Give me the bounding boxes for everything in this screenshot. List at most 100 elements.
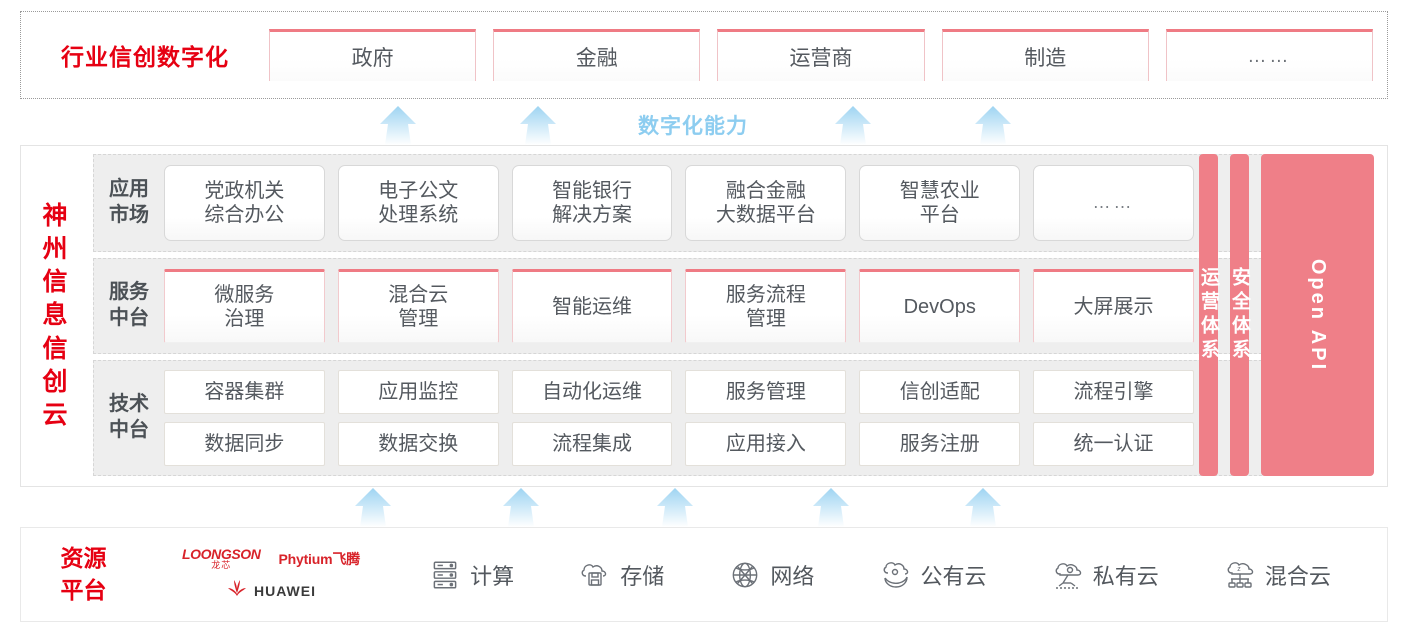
cloud-platform-panel: 神 州 信 息 信 创 云 应用 市场 党政机关 综合办公 电子公文 处理系统 (20, 145, 1388, 487)
resource-item-label: 混合云 (1264, 563, 1331, 589)
pillar-security-system[interactable]: 安全体系 (1229, 154, 1250, 476)
industry-card-manufacturing[interactable]: 制造 (941, 29, 1149, 81)
industry-card-list: 政府 金融 运营商 制造 …… (269, 29, 1374, 81)
industry-card-telecom[interactable]: 运营商 (717, 29, 925, 81)
cloud-platform-body: 应用 市场 党政机关 综合办公 电子公文 处理系统 智能银行 解决方案 (89, 146, 1387, 486)
resource-item-hybrid-cloud[interactable]: z 混合云 (1223, 558, 1331, 592)
tech-card-app-access[interactable]: 应用接入 (685, 422, 847, 466)
resource-arrow-band (20, 487, 1388, 527)
pillar-operations-system[interactable]: 运营体系 (1198, 154, 1219, 476)
tech-card-data-exchange[interactable]: 数据交换 (337, 422, 499, 466)
industry-card-government[interactable]: 政府 (269, 29, 477, 81)
service-card-hybrid-cloud-mgmt[interactable]: 混合云 管理 (337, 269, 499, 343)
app-card-gov-office[interactable]: 党政机关 综合办公 (164, 165, 325, 241)
tech-card-unified-auth[interactable]: 统一认证 (1033, 422, 1194, 466)
private-cloud-icon (1051, 558, 1085, 592)
industry-card-more[interactable]: …… (1165, 29, 1374, 81)
cloud-title-char: 信 (42, 268, 68, 297)
tier-label-app-market: 应用 市场 (109, 178, 149, 226)
resource-item-network[interactable]: 网络 (728, 558, 814, 592)
capability-arrow-band: 数字化能力 (20, 101, 1388, 145)
tech-card-app-monitoring[interactable]: 应用监控 (337, 370, 499, 414)
resource-item-label: 计算 (470, 563, 515, 589)
service-card-microservice-governance[interactable]: 微服务 治理 (164, 269, 325, 343)
tier-label-tech-midend: 技术 中台 (109, 393, 149, 441)
tier-service-card-list: 微服务 治理 混合云 管理 智能运维 服务流程 管理 DevOps (164, 269, 1366, 343)
tech-card-xinchuang-adaptation[interactable]: 信创适配 (859, 370, 1021, 414)
network-globe-icon (728, 558, 762, 592)
industry-band: 行业信创数字化 政府 金融 运营商 制造 …… (20, 11, 1388, 99)
tier-app-card-list: 党政机关 综合办公 电子公文 处理系统 智能银行 解决方案 融合金融 大数据平台 (164, 165, 1366, 241)
up-arrow-icon (808, 487, 854, 527)
tech-card-automated-ops[interactable]: 自动化运维 (511, 370, 673, 414)
resource-item-private-cloud[interactable]: 私有云 (1051, 558, 1159, 592)
cloud-title-char: 云 (42, 401, 68, 430)
phytium-logo: Phytium飞腾 (278, 550, 361, 567)
up-arrow-icon (652, 487, 698, 527)
app-card-finance-bigdata[interactable]: 融合金融 大数据平台 (685, 165, 847, 241)
huawei-logo: HUAWEI (226, 579, 316, 602)
tier-tech-card-grid: 容器集群 应用监控 自动化运维 服务管理 信创适配 流程引擎 数据同步 数据交换… (164, 370, 1366, 466)
vendor-logo-row: LOONGSON 龙芯 Phytium飞腾 (182, 547, 360, 570)
cloud-title-char: 神 (42, 201, 68, 230)
cloud-platform-title: 神 州 信 息 信 创 云 (21, 146, 89, 486)
service-card-dashboard[interactable]: 大屏展示 (1033, 269, 1194, 343)
up-arrow-icon (498, 487, 544, 527)
industry-band-title: 行业信创数字化 (61, 44, 229, 70)
up-arrow-icon (960, 487, 1006, 527)
up-arrow-icon (350, 487, 396, 527)
vendor-logo-row: HUAWEI (226, 579, 316, 602)
hybrid-cloud-icon: z (1223, 558, 1257, 592)
up-arrow-icon (830, 105, 876, 145)
cloud-title-char: 创 (42, 367, 68, 396)
cloud-title-char: 信 (42, 334, 68, 363)
capability-label: 数字化能力 (638, 115, 748, 138)
tier-label-service-midend: 服务 中台 (109, 281, 149, 329)
industry-card-finance[interactable]: 金融 (493, 29, 701, 81)
vendor-logo-list: LOONGSON 龙芯 Phytium飞腾 HUAWEI (146, 547, 396, 602)
resource-platform-title: 资源 平台 (60, 545, 107, 603)
tier-tech-midend: 技术 中台 容器集群 应用监控 自动化运维 服务管理 信创适配 流程引擎 数据同… (93, 360, 1367, 476)
resource-item-public-cloud[interactable]: 公有云 (879, 558, 987, 592)
resource-item-storage[interactable]: 存储 (578, 558, 664, 592)
service-card-process-mgmt[interactable]: 服务流程 管理 (685, 269, 847, 343)
server-rack-icon (428, 558, 462, 592)
public-cloud-icon (879, 558, 913, 592)
app-card-smart-agriculture[interactable]: 智慧农业 平台 (859, 165, 1021, 241)
resource-item-list: 计算 存储 (396, 558, 1387, 592)
resource-item-label: 公有云 (920, 563, 987, 589)
tier-service-midend: 服务 中台 微服务 治理 混合云 管理 智能运维 服务流程 (93, 258, 1367, 354)
pillar-list: 运营体系 安全体系 Open API (1198, 154, 1375, 476)
cloud-title-char: 息 (42, 301, 68, 330)
tech-card-process-engine[interactable]: 流程引擎 (1033, 370, 1194, 414)
cloud-title-char: 州 (42, 234, 68, 263)
app-card-more[interactable]: …… (1033, 165, 1194, 241)
huawei-flower-icon (226, 579, 248, 602)
resource-item-label: 私有云 (1092, 563, 1159, 589)
tech-card-service-registry[interactable]: 服务注册 (859, 422, 1021, 466)
loongson-logo: LOONGSON 龙芯 (182, 546, 261, 570)
cloud-storage-icon (578, 558, 612, 592)
tech-card-service-mgmt[interactable]: 服务管理 (685, 370, 847, 414)
app-card-e-document[interactable]: 电子公文 处理系统 (337, 165, 499, 241)
tier-app-market: 应用 市场 党政机关 综合办公 电子公文 处理系统 智能银行 解决方案 (93, 154, 1367, 252)
resource-item-label: 网络 (770, 563, 815, 589)
svg-text:z: z (1237, 566, 1241, 573)
resource-platform-panel: 资源 平台 LOONGSON 龙芯 Phytium飞腾 (20, 527, 1388, 622)
tech-card-process-integration[interactable]: 流程集成 (511, 422, 673, 466)
service-card-intelligent-ops[interactable]: 智能运维 (511, 269, 673, 343)
tech-card-row: 容器集群 应用监控 自动化运维 服务管理 信创适配 流程引擎 (164, 370, 1194, 414)
tech-card-row: 数据同步 数据交换 流程集成 应用接入 服务注册 统一认证 (164, 422, 1194, 466)
resource-item-label: 存储 (620, 563, 665, 589)
pillar-open-api[interactable]: Open API (1261, 154, 1375, 476)
tech-card-data-sync[interactable]: 数据同步 (164, 422, 325, 466)
up-arrow-icon (515, 105, 561, 145)
app-card-smart-bank[interactable]: 智能银行 解决方案 (511, 165, 673, 241)
resource-item-compute[interactable]: 计算 (428, 558, 514, 592)
up-arrow-icon (970, 105, 1016, 145)
pillar-label: 运营体系 (1198, 267, 1219, 363)
pillar-label: Open API (1307, 258, 1330, 372)
up-arrow-icon (375, 105, 421, 145)
tech-card-container-cluster[interactable]: 容器集群 (164, 370, 325, 414)
service-card-devops[interactable]: DevOps (859, 269, 1021, 343)
